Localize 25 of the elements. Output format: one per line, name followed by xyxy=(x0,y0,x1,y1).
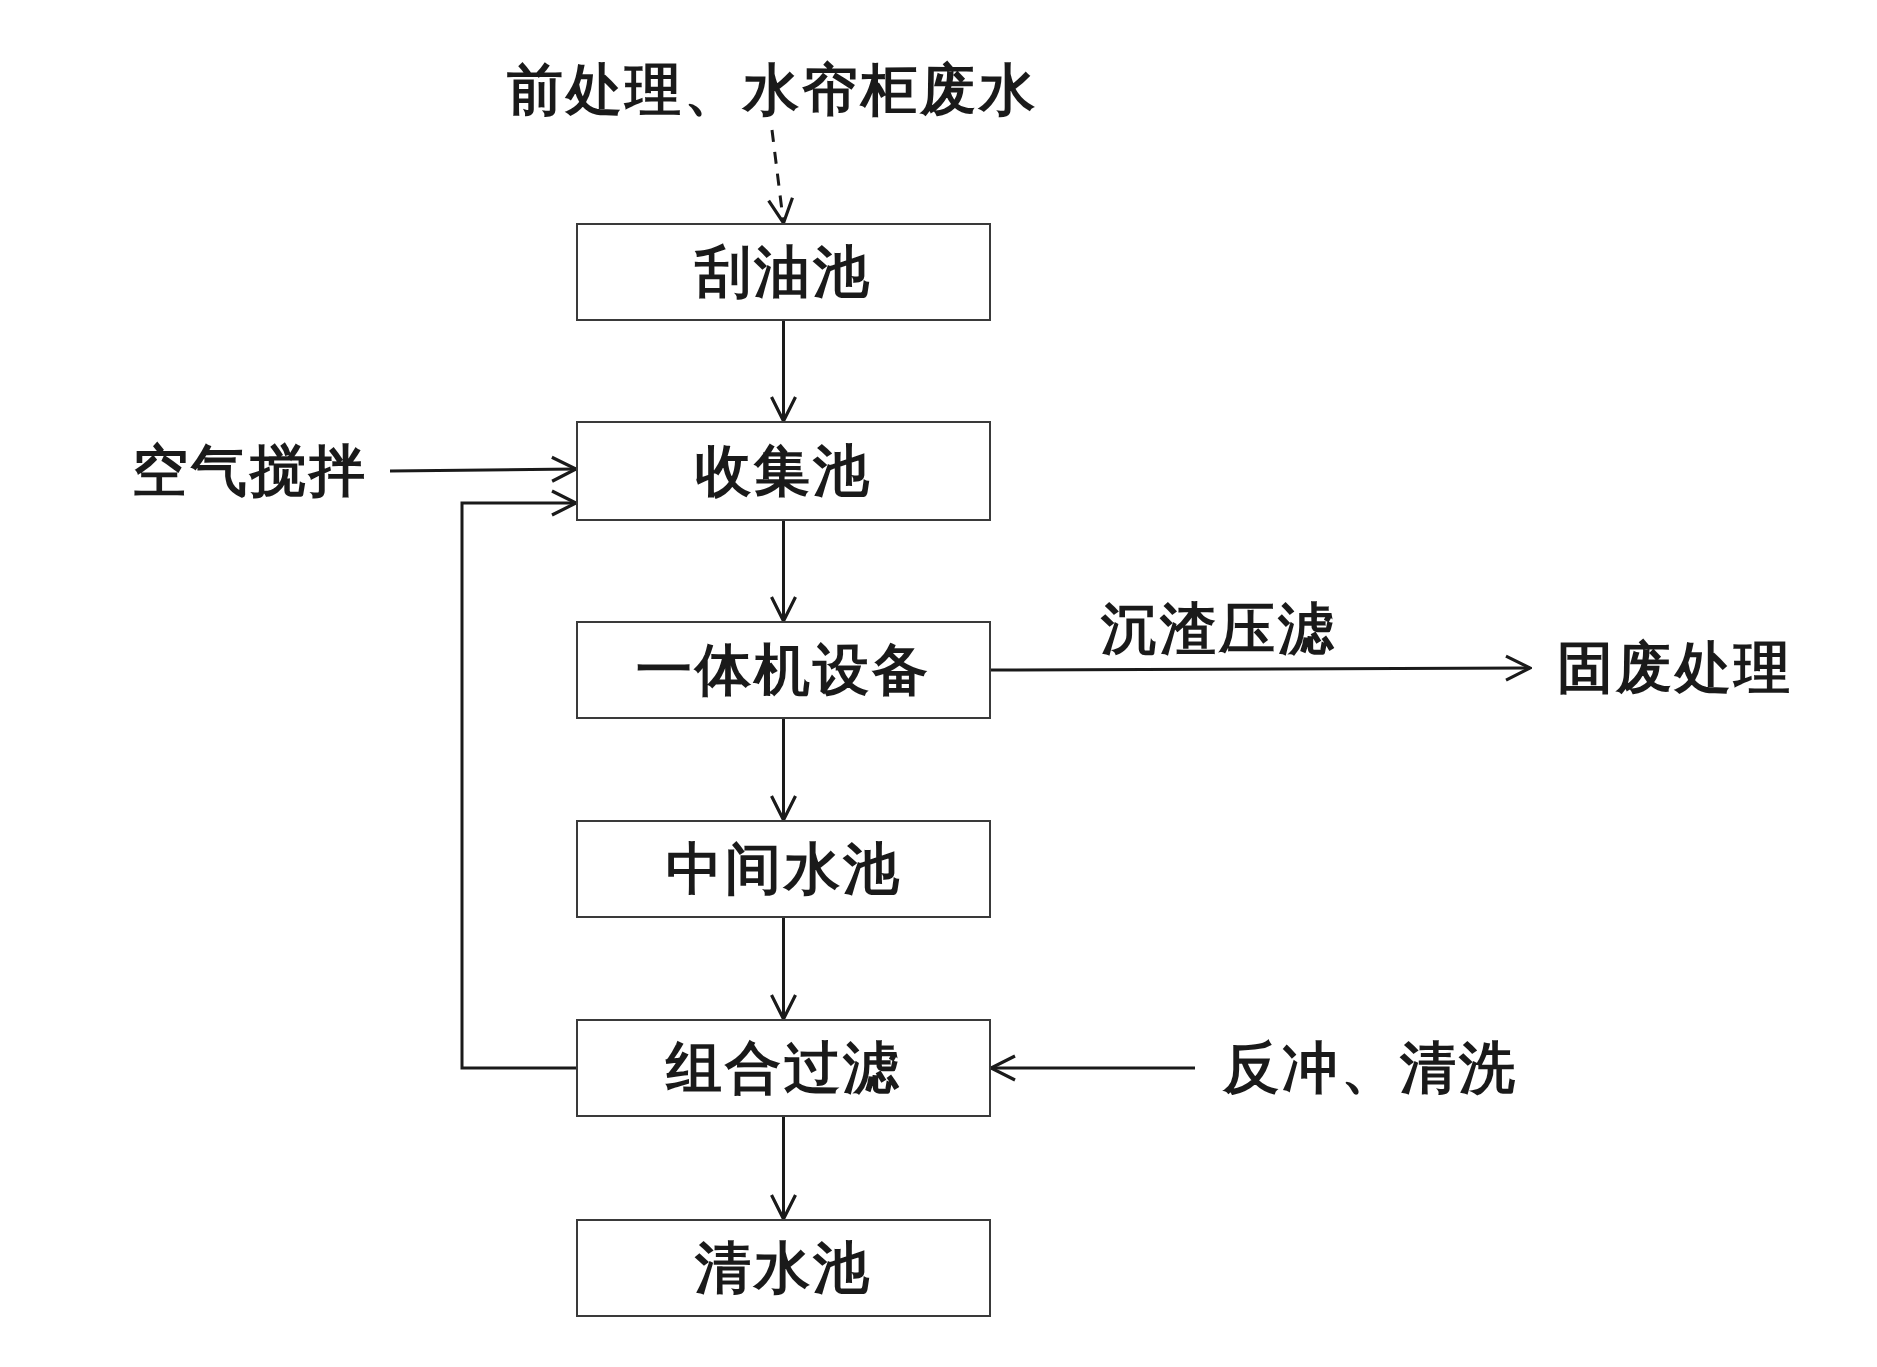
flow-label: 固废处理 xyxy=(1530,628,1820,708)
flow-label: 反冲、清洗 xyxy=(1195,1028,1545,1108)
box-label: 一体机设备 xyxy=(636,639,931,701)
process-box xyxy=(576,621,991,719)
flow-arrow xyxy=(769,719,798,822)
flow-arrow xyxy=(769,521,798,623)
flow-arrow xyxy=(390,455,578,483)
flow-arrow xyxy=(769,321,798,423)
flow-arrow xyxy=(769,1117,798,1221)
process-box xyxy=(576,1019,991,1117)
process-box xyxy=(576,820,991,918)
flow-arrow xyxy=(769,918,798,1021)
box-label: 清水池 xyxy=(695,1237,872,1299)
box-label: 组合过滤 xyxy=(665,1037,902,1099)
flow-arrow xyxy=(767,129,795,225)
box-label: 收集池 xyxy=(695,440,872,502)
box-label: 中间水池 xyxy=(665,838,902,900)
flow-label: 空气搅拌 xyxy=(110,431,390,511)
process-box xyxy=(576,421,991,521)
box-label: 刮油池 xyxy=(695,241,872,303)
flow-arrow xyxy=(460,489,578,1070)
flow-label: 前处理、水帘柜废水 xyxy=(422,50,1122,130)
process-box xyxy=(576,1219,991,1317)
process-box xyxy=(576,223,991,321)
flow-arrow xyxy=(991,654,1532,682)
